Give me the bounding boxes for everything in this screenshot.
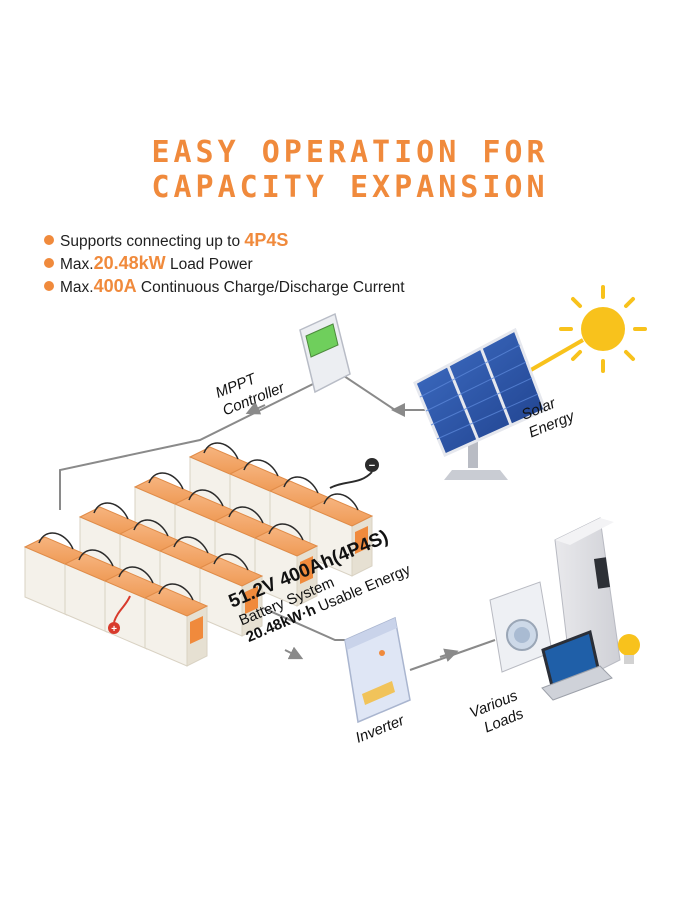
mppt-controller-icon (299, 312, 351, 394)
negative-terminal-icon: − (329, 458, 379, 489)
arrow-icon (284, 646, 304, 660)
feature-highlight: 4P4S (244, 230, 289, 250)
inverter-icon (344, 616, 411, 724)
battery-unit (253, 523, 319, 607)
washing-machine-icon (489, 581, 553, 673)
line-inverter-to-loads (409, 639, 496, 671)
light-bulb-icon (618, 634, 640, 664)
feature-text: Max. (60, 256, 94, 273)
feature-item: Supports connecting up to 4P4S (44, 230, 405, 253)
feature-highlight: 400A (93, 276, 137, 296)
mppt-label: MPPT Controller (213, 370, 288, 420)
solar-panel-icon (413, 327, 547, 480)
bullet-icon (44, 258, 54, 268)
sun-icon (559, 285, 647, 373)
bullet-icon (44, 235, 54, 245)
battery-bank (23, 442, 374, 667)
positive-symbol: + (111, 624, 117, 635)
battery-unit (198, 553, 264, 637)
negative-symbol: − (369, 460, 375, 472)
feature-text: Supports connecting up to (60, 233, 245, 250)
feature-list: Supports connecting up to 4P4S Max.20.48… (44, 230, 405, 299)
battery-unit (143, 583, 209, 667)
feature-item: Max.20.48kW Load Power (44, 253, 405, 276)
arrow-icon (245, 401, 266, 415)
bullet-icon (44, 281, 54, 291)
title-line-1: EASY OPERATION FOR (151, 135, 549, 170)
battery-unit (308, 493, 374, 577)
title-line-2: CAPACITY EXPANSION (151, 170, 549, 205)
laptop-icon (541, 629, 613, 701)
feature-highlight: 20.48kW (93, 253, 166, 273)
feature-text: Load Power (165, 256, 253, 273)
feature-text: Continuous Charge/Discharge Current (136, 279, 405, 296)
loads-label: Various Loads (467, 687, 526, 736)
positive-terminal-icon: + (108, 595, 131, 635)
feature-item: Max.400A Continuous Charge/Discharge Cur… (44, 276, 405, 299)
feature-text: Max. (60, 279, 94, 296)
arrow-icon (439, 648, 459, 662)
